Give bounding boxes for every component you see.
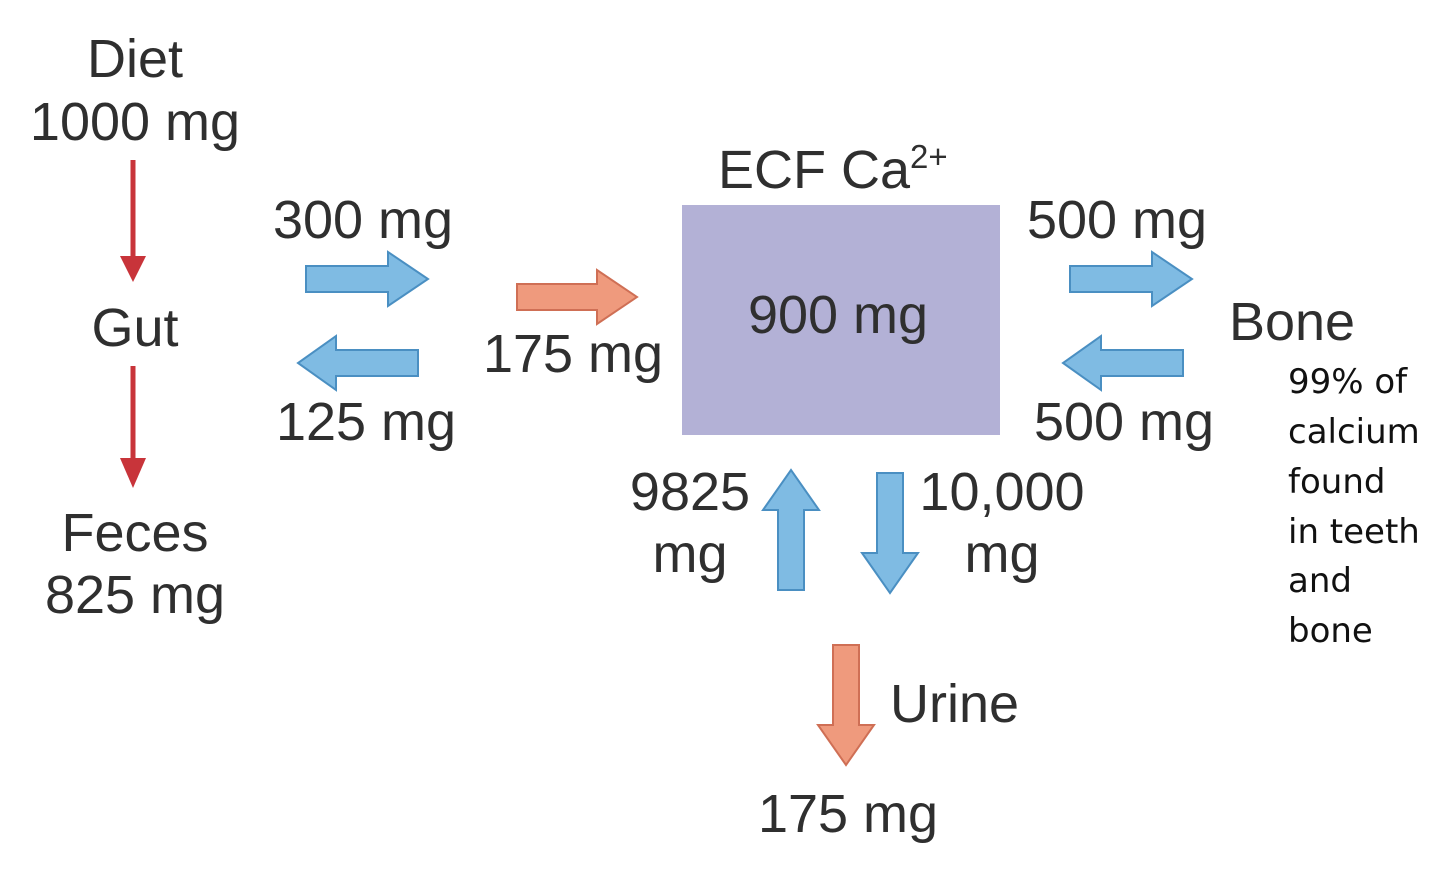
diet-amount: 1000 mg: [30, 92, 240, 152]
bone-to-ecf-amount: 500 mg: [1034, 392, 1214, 452]
diet-to-gut-arrowhead: [120, 256, 146, 282]
ecf-amount: 900 mg: [748, 285, 928, 345]
urine-amount: 175 mg: [758, 784, 938, 844]
kidney-reabsorption-unit: mg: [652, 524, 727, 584]
ecf-to-bone-arrow: [1069, 250, 1194, 308]
gut-to-feces-arrowhead: [120, 458, 146, 488]
absorption-amount: 300 mg: [273, 190, 453, 250]
kidney-filtration-arrow: [860, 472, 920, 595]
feces-label: Feces: [61, 503, 208, 563]
feces-amount: 825 mg: [45, 565, 225, 625]
net-absorption-arrow: [516, 268, 639, 326]
kidney-filtration-unit: mg: [964, 524, 1039, 584]
gut-to-ecf-arrow: [305, 250, 430, 308]
ecf-title: ECF Ca2+: [718, 138, 948, 200]
diet-label: Diet: [87, 29, 183, 89]
gut-label: Gut: [91, 298, 178, 358]
ecf-to-gut-arrow: [296, 334, 419, 392]
bone-note-line-6: bone: [1288, 611, 1373, 651]
bone-note-line-3: found: [1288, 462, 1385, 502]
ecf-box: [682, 205, 1000, 435]
secretion-amount: 125 mg: [276, 392, 456, 452]
bone-to-ecf-arrow: [1061, 334, 1184, 392]
urine-label: Urine: [890, 674, 1019, 734]
urine-arrow: [816, 644, 876, 767]
kidney-reabsorption-value: 9825: [630, 462, 750, 522]
bone-note-line-4: in teeth: [1288, 512, 1420, 552]
bone-label: Bone: [1229, 292, 1355, 352]
net-absorption-amount: 175 mg: [483, 324, 663, 384]
bone-note-line-5: and: [1288, 561, 1352, 601]
bone-note-line-2: calcium: [1288, 412, 1420, 452]
kidney-reabsorption-arrow: [761, 468, 821, 591]
kidney-filtration-value: 10,000: [919, 462, 1084, 522]
ecf-to-bone-amount: 500 mg: [1027, 190, 1207, 250]
bone-note-line-1: 99% of: [1288, 362, 1408, 402]
